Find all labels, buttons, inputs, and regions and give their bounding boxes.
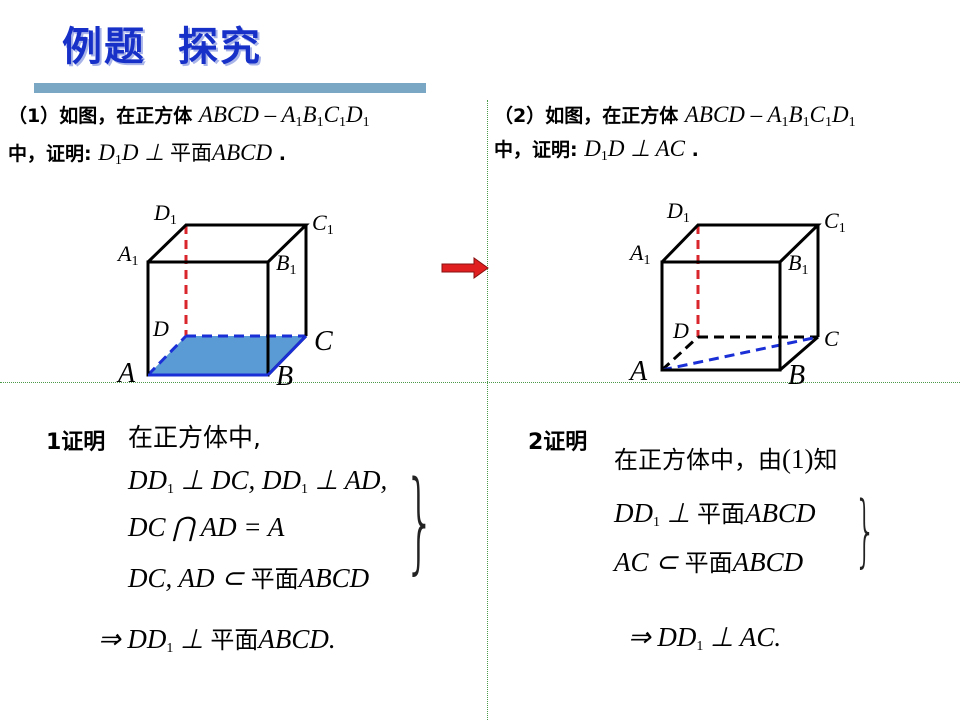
cube2-visible-edges	[660, 223, 822, 372]
cube1-figure	[146, 223, 310, 377]
arrow-right-icon	[441, 257, 489, 279]
cube2-label-b1: B1	[788, 250, 809, 278]
problem1-cube-name: ABCD – A1B1C1D1	[198, 102, 370, 130]
proof2-intro: 在正方体中，由(1)知	[614, 444, 838, 474]
proof1-line1: DD1 ⊥ DC, DD1 ⊥ AD,	[128, 465, 388, 497]
proof1-line3: DC, AD ⊂ 平面ABCD	[128, 563, 370, 593]
cube2-label-b: B	[788, 360, 806, 391]
problem1-line1: （1）如图，在正方体 ABCD – A1B1C1D1	[8, 102, 370, 130]
proof2-conclusion: ⇒ DD1 ⊥ AC.	[628, 622, 782, 654]
cube1-label-a1: A1	[118, 241, 139, 269]
cube2-label-d: D	[673, 318, 689, 343]
proof2-line1: DD1 ⊥ 平面ABCD	[614, 498, 816, 530]
proof1-brace: }	[404, 457, 436, 585]
horizontal-divider	[0, 382, 960, 383]
cube2-label-a: A	[630, 356, 648, 387]
proof1-conclusion: ⇒ DD1 ⊥ 平面ABCD.	[98, 624, 336, 656]
cube2-label-a1: A1	[630, 240, 651, 268]
cube2-label-c: C	[824, 326, 839, 351]
title-underline	[34, 83, 426, 93]
cube1-label-b: B	[276, 361, 294, 392]
cube2-diagonal-ac	[661, 335, 819, 372]
proof1-heading: 1证明	[46, 430, 106, 455]
cube1-edge-ad	[146, 334, 188, 377]
cube1-label-d1: D1	[154, 200, 177, 228]
cube1-label-b1: B1	[276, 250, 297, 278]
cube2-label-c1: C1	[824, 208, 846, 236]
cube1-label-a: A	[118, 358, 136, 389]
vertical-divider	[487, 100, 488, 720]
cube2-edge-ad	[660, 335, 700, 372]
proof2-line2: AC ⊂ 平面ABCD	[614, 547, 804, 577]
proof2-heading: 2证明	[528, 430, 588, 455]
proof2-brace: }	[854, 486, 877, 576]
cube1-label-c1: C1	[312, 210, 334, 238]
cube2-label-d1: D1	[667, 198, 690, 226]
cube1-label-c: C	[314, 326, 333, 357]
proof1-line2: DC ⋂ AD = A	[128, 512, 285, 542]
problem2-statement: D1D ⊥ AC	[584, 136, 685, 164]
cube2-figure	[660, 223, 822, 372]
proof1-intro: 在正方体中,	[128, 423, 261, 452]
problem2-line2: 中，证明: D1D ⊥ AC .	[494, 136, 699, 164]
problem1-statement: D1D ⊥ 平面ABCD	[98, 140, 273, 168]
page-title: 例题 探究	[62, 24, 262, 70]
problem2-cube-name: ABCD – A1B1C1D1	[684, 102, 856, 130]
cube1-edge-bc	[266, 334, 308, 377]
problem2-line1: （2）如图，在正方体 ABCD – A1B1C1D1	[494, 102, 856, 130]
cube1-label-d: D	[153, 316, 169, 341]
problem1-line2: 中，证明: D1D ⊥ 平面ABCD .	[8, 140, 286, 168]
